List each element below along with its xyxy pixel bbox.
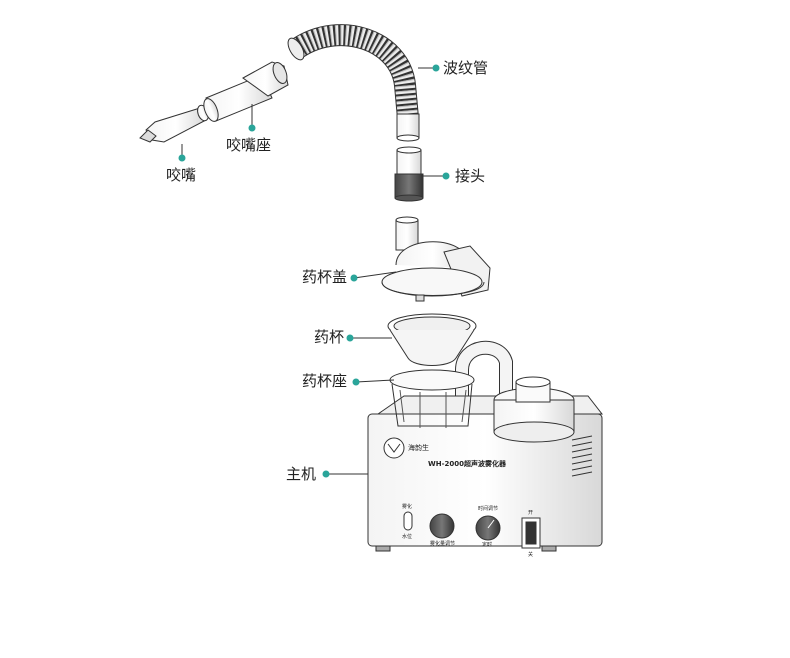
label-mouth-seat: 咬嘴座 [226,136,272,154]
label-cup: 药杯 [314,328,345,346]
power-on-text: 开 [528,510,533,516]
mouth-seat-part [203,61,289,122]
leader-dots [178,64,450,478]
label-main-unit: 主机 [286,465,317,483]
left-indicator-text: 雾化 [402,503,412,510]
cup-lid-part [381,216,491,302]
label-corrugated-tube: 波纹管 [443,59,489,77]
power-off-text: 关 [528,551,533,558]
label-cup-seat: 药杯座 [302,372,348,390]
knob1-label-text: 雾化量调节 [430,540,455,547]
mouthpiece-part [139,104,209,143]
label-connector: 接头 [455,167,486,185]
label-mouthpiece: 咬嘴 [166,166,197,184]
label-cup-lid: 药杯盖 [302,268,348,286]
main-unit-part [367,340,604,552]
connector-part [394,146,424,202]
model-text: WH-2000超声波雾化器 [428,459,507,468]
knob2-label-text: 时间调节 [478,505,498,512]
left-indicator-text-2: 水位 [402,533,412,540]
brand-text: 海韵生 [408,443,429,452]
corrugated-tube-part [287,24,420,142]
knob2-sub-text: 定时 [482,541,492,548]
cup-part [387,313,477,366]
